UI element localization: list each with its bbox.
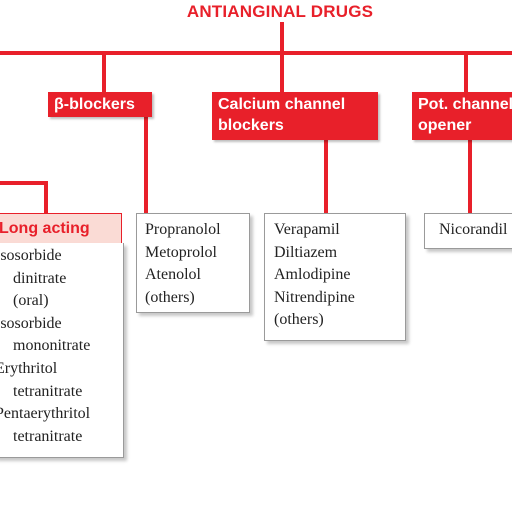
category-ccb-label-line1: Calcium channel <box>218 96 346 113</box>
drug-item: (oral) <box>13 292 49 310</box>
list-pot-channel-opener: Nicorandil <box>424 213 512 249</box>
drug-item: Diltiazem <box>274 243 338 261</box>
connector-beta-to-list <box>144 115 148 215</box>
connector-nitrate-horizontal <box>0 181 48 185</box>
connector-horizontal-bus <box>0 51 512 55</box>
connector-ccb-to-list <box>324 140 328 214</box>
drug-item: Isosorbide <box>0 247 62 264</box>
connector-title-stem <box>280 22 284 54</box>
drug-item: Isosorbide <box>0 314 62 332</box>
drug-item: mononitrate <box>13 337 91 355</box>
subcategory-long-acting: Long acting <box>0 213 122 244</box>
connector-pot-to-list <box>468 140 472 214</box>
drug-item: Verapamil <box>274 221 340 238</box>
drug-item: Atenolol <box>145 266 201 284</box>
drug-item: Nicorandil <box>439 221 508 238</box>
drug-item: (others) <box>145 288 195 306</box>
drug-item: Erythritol <box>0 359 58 377</box>
drug-item: tetranitrate <box>13 427 83 445</box>
connector-pot-drop <box>464 51 468 93</box>
drug-item: (others) <box>274 311 324 329</box>
drug-item: Nitrendipine <box>274 288 355 306</box>
category-pot-label-line2: opener <box>418 117 472 134</box>
connector-nitrate-drop <box>44 181 48 214</box>
category-pot-label-line1: Pot. channel <box>418 96 512 113</box>
category-ccb-label-line2: blockers <box>218 117 284 134</box>
category-beta-blockers-label: β-blockers <box>54 96 135 113</box>
drug-item: tetranitrate <box>13 382 83 400</box>
drug-item: Pentaerythritol <box>0 405 91 423</box>
drug-item: Amlodipine <box>274 266 351 284</box>
category-beta-blockers: β-blockers <box>48 92 152 117</box>
list-calcium-channel-blockers: Verapamil Diltiazem Amlodipine Nitrendip… <box>264 213 406 341</box>
connector-beta-drop <box>102 51 106 93</box>
drug-item: Metoprolol <box>145 243 217 261</box>
list-long-acting-nitrates: Isosorbide dinitrate (oral) Isosorbide m… <box>0 243 124 458</box>
drug-item: Propranolol <box>145 221 221 238</box>
list-beta-blockers: Propranolol Metoprolol Atenolol (others) <box>136 213 250 313</box>
diagram-title: ANTIANGINAL DRUGS <box>186 2 374 21</box>
category-calcium-channel-blockers: Calcium channel blockers <box>212 92 378 140</box>
drug-item: dinitrate <box>13 269 67 287</box>
category-pot-channel-opener: Pot. channel opener <box>412 92 512 140</box>
connector-ccb-drop <box>280 51 284 93</box>
